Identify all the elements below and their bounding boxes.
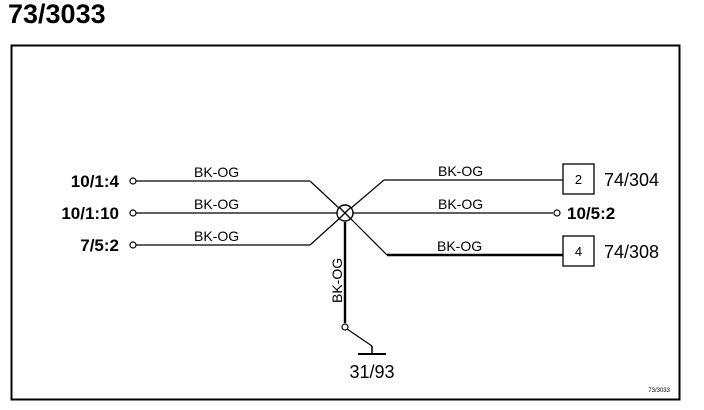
component-label-1: 74/304 (604, 170, 659, 190)
left-wire-1 (129, 177, 341, 210)
terminal-label-right-2: 10/5:2 (567, 204, 615, 223)
right-wire-2 (352, 209, 561, 217)
terminal-circle (129, 177, 137, 185)
wire-label-down: BK-OG (329, 258, 345, 303)
terminal-circle (129, 209, 137, 217)
ground-wire (341, 222, 386, 355)
wire-label-right-2: BK-OG (438, 196, 483, 212)
page-title: 73/3033 (8, 0, 106, 29)
terminal-label-left-1: 10/1:4 (71, 172, 120, 191)
left-wire-2 (129, 209, 337, 217)
right-wire-1 (349, 163, 595, 210)
connector-box-4 (562, 235, 595, 267)
terminal-label-left-2: 10/1:10 (61, 204, 119, 223)
splice-icon (336, 204, 354, 222)
wire-label-right-3: BK-OG (437, 238, 482, 254)
wire-label-left-1: BK-OG (194, 164, 239, 180)
wire-label-left-2: BK-OG (194, 196, 239, 212)
connector-box-4-number: 4 (575, 244, 582, 259)
wire-label-left-3: BK-OG (194, 228, 239, 244)
footer-code: 73/3033 (648, 388, 670, 394)
diagram-frame (10, 44, 681, 401)
terminal-label-left-3: 7/5:2 (80, 236, 119, 255)
connector-box-2-number: 2 (575, 172, 582, 187)
ground-label: 31/93 (349, 362, 394, 382)
terminal-circle (553, 209, 561, 217)
terminal-circle (341, 323, 349, 331)
wire-label-right-1: BK-OG (438, 163, 483, 179)
left-wire-3 (129, 217, 341, 249)
component-label-3: 74/308 (604, 242, 659, 262)
connector-box-2 (562, 163, 595, 195)
terminal-circle (129, 241, 137, 249)
right-wire-3 (349, 217, 595, 267)
